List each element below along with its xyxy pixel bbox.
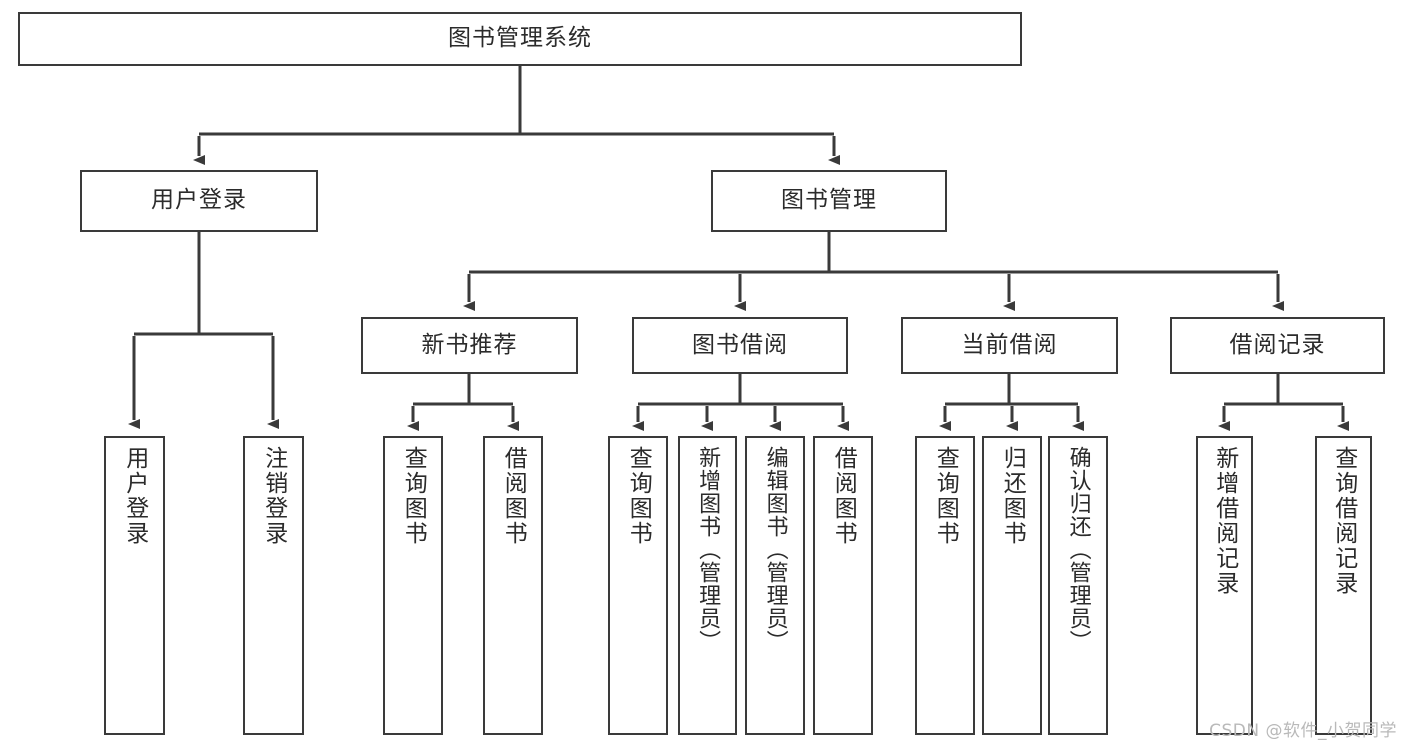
csdn-watermark: CSDN @软件_小贺同学 bbox=[1209, 721, 1397, 741]
leaf-borrow-book-1-label: 借阅图书 bbox=[500, 446, 527, 546]
node-user-login[interactable]: 用户登录 bbox=[80, 170, 318, 232]
leaf-logout-label: 注销登录 bbox=[260, 446, 287, 546]
leaf-edit-book-label: 编辑图书（管理员） bbox=[762, 446, 788, 653]
leaf-return-book-label: 归还图书 bbox=[999, 446, 1026, 546]
leaf-return-book[interactable]: 归还图书 bbox=[982, 436, 1042, 735]
node-book-borrow-label: 图书借阅 bbox=[692, 331, 788, 358]
leaf-query-book-1[interactable]: 查询图书 bbox=[383, 436, 443, 735]
leaf-logout[interactable]: 注销登录 bbox=[243, 436, 304, 735]
node-root[interactable]: 图书管理系统 bbox=[18, 12, 1022, 66]
leaf-query-book-2[interactable]: 查询图书 bbox=[608, 436, 668, 735]
node-book-borrow[interactable]: 图书借阅 bbox=[632, 317, 848, 374]
leaf-confirm-return[interactable]: 确认归还（管理员） bbox=[1048, 436, 1108, 735]
leaf-query-book-3-label: 查询图书 bbox=[932, 446, 959, 546]
leaf-query-book-1-label: 查询图书 bbox=[400, 446, 427, 546]
node-new-book-recommend-label: 新书推荐 bbox=[421, 331, 518, 358]
leaf-edit-book[interactable]: 编辑图书（管理员） bbox=[745, 436, 805, 735]
node-book-manage[interactable]: 图书管理 bbox=[711, 170, 947, 232]
leaf-query-book-2-label: 查询图书 bbox=[625, 446, 652, 546]
node-current-borrow[interactable]: 当前借阅 bbox=[901, 317, 1118, 374]
leaf-add-record-label: 新增借阅记录 bbox=[1211, 446, 1238, 596]
leaf-confirm-return-label: 确认归还（管理员） bbox=[1065, 446, 1091, 653]
leaf-query-record[interactable]: 查询借阅记录 bbox=[1315, 436, 1372, 735]
leaf-add-book[interactable]: 新增图书（管理员） bbox=[678, 436, 737, 735]
node-borrow-record[interactable]: 借阅记录 bbox=[1170, 317, 1385, 374]
node-user-login-label: 用户登录 bbox=[151, 187, 247, 214]
node-current-borrow-label: 当前借阅 bbox=[961, 331, 1058, 358]
leaf-borrow-book-2-label: 借阅图书 bbox=[830, 446, 857, 546]
leaf-add-record[interactable]: 新增借阅记录 bbox=[1196, 436, 1253, 735]
leaf-borrow-book-2[interactable]: 借阅图书 bbox=[813, 436, 873, 735]
leaf-query-book-3[interactable]: 查询图书 bbox=[915, 436, 975, 735]
leaf-add-book-label: 新增图书（管理员） bbox=[695, 446, 721, 653]
node-book-manage-label: 图书管理 bbox=[781, 187, 877, 214]
leaf-user-login[interactable]: 用户登录 bbox=[104, 436, 165, 735]
node-root-label: 图书管理系统 bbox=[448, 25, 592, 52]
node-borrow-record-label: 借阅记录 bbox=[1229, 331, 1326, 358]
leaf-user-login-label: 用户登录 bbox=[121, 446, 148, 546]
leaf-query-record-label: 查询借阅记录 bbox=[1330, 446, 1357, 596]
node-new-book-recommend[interactable]: 新书推荐 bbox=[361, 317, 578, 374]
leaf-borrow-book-1[interactable]: 借阅图书 bbox=[483, 436, 543, 735]
